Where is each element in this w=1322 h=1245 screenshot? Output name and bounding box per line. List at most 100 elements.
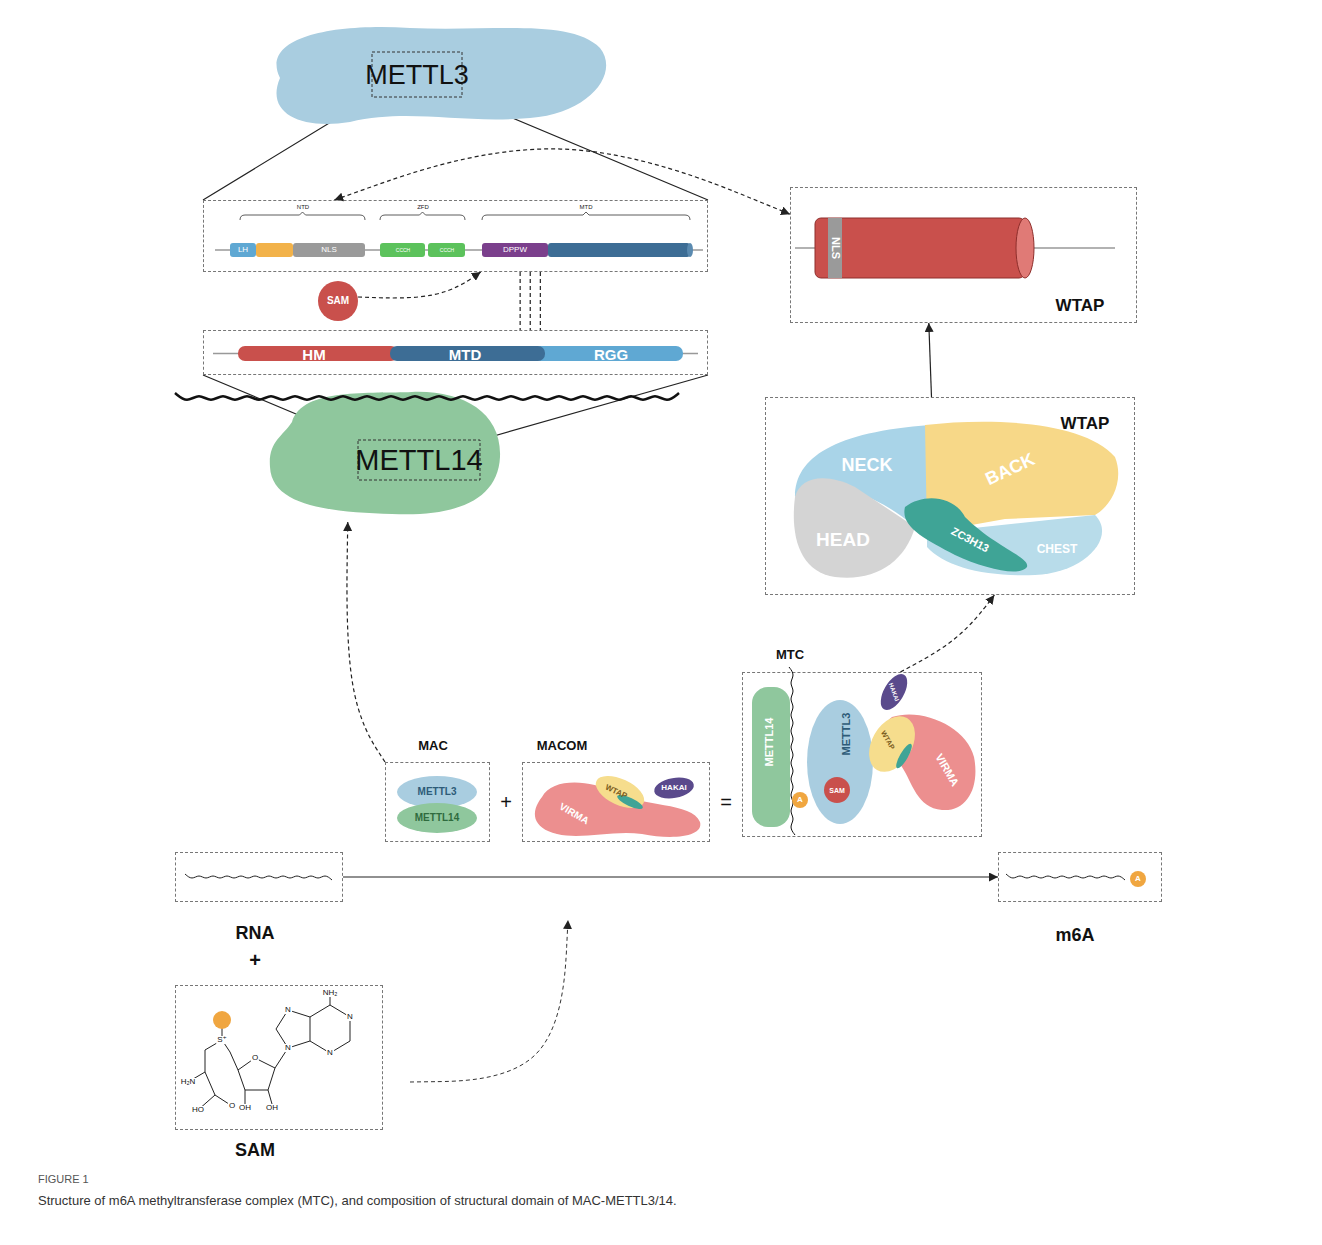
protein-blob: METTL3 bbox=[240, 18, 615, 126]
node-label: MAC bbox=[418, 739, 448, 752]
node-label: NLS bbox=[830, 237, 841, 259]
domain-map: HMMTDRGG bbox=[203, 330, 708, 375]
node-label: NLS bbox=[321, 246, 337, 254]
atom-label: N bbox=[326, 1049, 334, 1057]
atom-label: N bbox=[284, 1044, 292, 1052]
structure-panel: WTAPNECKBACKHEADZC3H13CHEST bbox=[765, 397, 1135, 595]
node-shape bbox=[175, 852, 343, 902]
connector bbox=[540, 272, 541, 330]
node-label: A bbox=[1135, 875, 1141, 883]
node-label: METTL3 bbox=[418, 787, 457, 797]
domain-segment bbox=[256, 243, 293, 257]
node-shape bbox=[203, 200, 708, 272]
shape bbox=[875, 670, 912, 715]
shape bbox=[653, 775, 696, 802]
figure-caption: Structure of m6A methyltransferase compl… bbox=[38, 1194, 677, 1207]
chemical-bond bbox=[205, 1072, 215, 1095]
chemical-bond bbox=[230, 1052, 238, 1070]
connector bbox=[358, 272, 481, 298]
rna-box: Am6A bbox=[998, 852, 1162, 902]
node-label: HEAD bbox=[816, 530, 870, 549]
node-label: HM bbox=[302, 346, 325, 361]
node-shape bbox=[175, 985, 383, 1130]
atom-label: S⁺ bbox=[216, 1036, 228, 1044]
shape bbox=[860, 708, 925, 780]
domain-map: NLS WTAP bbox=[790, 187, 1137, 323]
domain-segment bbox=[390, 346, 545, 361]
shape bbox=[794, 478, 915, 577]
complex-box: MACOMVIRMAWTAPHAKAI bbox=[522, 762, 710, 842]
chemical-bond bbox=[245, 1090, 246, 1104]
bracket bbox=[380, 212, 465, 220]
complex-box: MACMETTL3METTL14 bbox=[385, 762, 490, 842]
node-label: DPPW bbox=[503, 246, 527, 254]
node-label: NTD bbox=[297, 204, 309, 210]
shape bbox=[276, 27, 606, 124]
domain-segment bbox=[230, 243, 256, 257]
atom-label: O bbox=[251, 1054, 259, 1062]
node-label: MACOM bbox=[537, 739, 588, 752]
chemical-bond bbox=[330, 997, 331, 1005]
domain-segment bbox=[482, 243, 548, 257]
node-label: CCCH bbox=[440, 248, 454, 253]
atom-label: H₂N bbox=[180, 1078, 197, 1086]
atom-label: O bbox=[228, 1102, 236, 1110]
chemical-bond bbox=[310, 1017, 311, 1041]
connector bbox=[343, 876, 998, 877]
node-label: MTC bbox=[776, 648, 804, 661]
node-label: ZFD bbox=[417, 204, 429, 210]
connector bbox=[900, 595, 994, 672]
bracket bbox=[240, 212, 365, 220]
node-label: NECK bbox=[841, 456, 892, 474]
domain-segment bbox=[533, 346, 683, 361]
node-label: MTD bbox=[580, 204, 593, 210]
complex-box: MTCMETTL14ASAMMETTL3WTAPHAKAIVIRMA bbox=[742, 672, 982, 837]
atom-label: N bbox=[284, 1006, 292, 1014]
shape bbox=[535, 782, 700, 836]
node-label: WTAP bbox=[1061, 415, 1110, 432]
node-label: SAM bbox=[829, 787, 845, 794]
rna-box: RNA bbox=[175, 852, 343, 902]
chemical-bond bbox=[310, 1005, 330, 1017]
node-label: WTAP bbox=[1056, 297, 1105, 314]
molecule-box: SAM bbox=[175, 985, 383, 1130]
node-label: METTL14 bbox=[415, 813, 459, 823]
node-label: A bbox=[797, 796, 803, 804]
shape bbox=[894, 742, 915, 770]
protein-blob bbox=[752, 687, 790, 827]
shape bbox=[807, 700, 873, 824]
connector bbox=[520, 272, 521, 330]
node-label: METTL14 bbox=[764, 718, 775, 767]
domain-segment bbox=[548, 243, 690, 257]
atom-label: NH₂ bbox=[322, 989, 339, 997]
node-label: HAKAI bbox=[661, 784, 686, 792]
chemical-bond bbox=[205, 1050, 206, 1072]
chemical-bond bbox=[268, 1068, 275, 1090]
connector bbox=[347, 522, 385, 762]
node-label: RGG bbox=[594, 346, 628, 361]
figure-title: FIGURE 1 bbox=[38, 1174, 89, 1185]
shape bbox=[397, 803, 477, 833]
chemical-bond bbox=[245, 1090, 268, 1091]
connector bbox=[334, 149, 790, 214]
rna-strand bbox=[175, 393, 679, 400]
domain-segment bbox=[815, 218, 1025, 278]
domain-segment bbox=[293, 243, 365, 257]
node-label: CCCH bbox=[396, 248, 410, 253]
chemical-bond bbox=[238, 1070, 245, 1090]
shape bbox=[687, 243, 693, 257]
node-shape bbox=[742, 672, 982, 837]
connector bbox=[929, 323, 932, 397]
domain-segment bbox=[380, 243, 425, 257]
node-label: METTL14 bbox=[355, 446, 482, 475]
node-shape bbox=[522, 762, 710, 842]
shape bbox=[591, 769, 649, 815]
node-label: m6A bbox=[1055, 926, 1094, 944]
chemical-bond bbox=[268, 1090, 272, 1104]
shape bbox=[904, 498, 1027, 571]
connector bbox=[530, 272, 531, 330]
node-label: RNA bbox=[236, 924, 275, 942]
node-shape bbox=[385, 762, 490, 842]
domain-map: NTDZFDMTDLHNLSCCCHCCCHDPPW bbox=[203, 200, 708, 272]
atom-label: HO bbox=[191, 1106, 205, 1114]
